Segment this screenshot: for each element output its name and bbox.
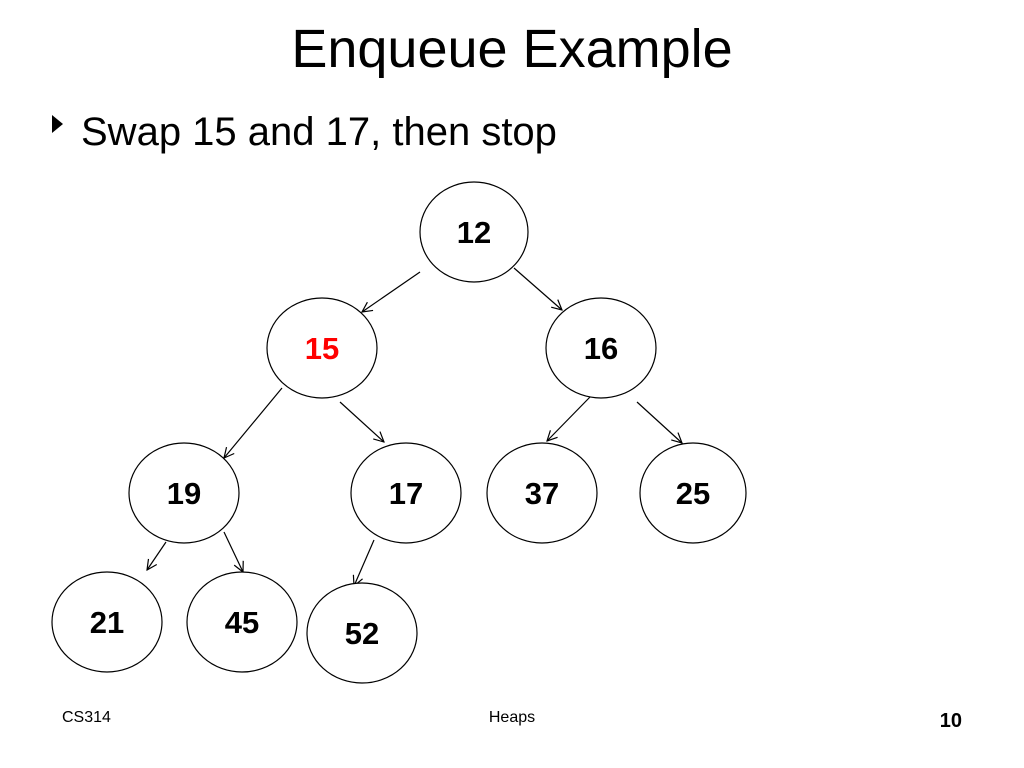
edge-15-to-17 [339, 401, 384, 442]
triangle-bullet-icon [52, 115, 63, 133]
node-label: 19 [167, 476, 201, 511]
node-label: 45 [225, 605, 259, 640]
node-label: 15 [305, 331, 339, 366]
edge-19-to-21 [147, 541, 167, 570]
edge-12-to-15 [362, 271, 421, 312]
node-circle [51, 571, 163, 673]
tree-node-25: 25 [639, 442, 747, 544]
edge-15-to-19 [224, 387, 283, 458]
node-circle [419, 181, 529, 283]
node-label: 12 [457, 215, 491, 250]
tree-node-12: 12 [419, 181, 529, 283]
page-number: 10 [939, 710, 962, 732]
node-label: 52 [345, 616, 379, 651]
tree-node-16: 16 [545, 297, 657, 399]
node-label: 21 [90, 605, 124, 640]
node-circle [186, 571, 298, 673]
tree-node-21: 21 [51, 571, 163, 673]
edge-12-to-16 [513, 267, 562, 310]
bullet-item: Swap 15 and 17, then stop [52, 104, 557, 160]
footer-topic: Heaps [488, 709, 536, 726]
edge-19-to-45 [223, 531, 243, 572]
tree-node-15: 15 [266, 297, 378, 399]
bullet-text: Swap 15 and 17, then stop [81, 110, 557, 154]
slide-title: Enqueue Example [291, 19, 733, 79]
tree-node-45: 45 [186, 571, 298, 673]
node-label: 16 [584, 331, 618, 366]
node-label: 37 [525, 476, 559, 511]
edge-16-to-37 [547, 396, 591, 441]
node-label: 25 [676, 476, 710, 511]
node-circle [545, 297, 657, 399]
node-circle [639, 442, 747, 544]
node-circle [306, 582, 418, 684]
node-label: 17 [389, 476, 423, 511]
tree-node-52: 52 [306, 582, 418, 684]
tree-node-19: 19 [128, 442, 240, 544]
footer-course: CS314 [62, 709, 111, 726]
tree-node-17: 17 [350, 442, 462, 544]
node-circle [486, 442, 598, 544]
tree-edges [147, 267, 682, 586]
tree-node-37: 37 [486, 442, 598, 544]
tree-nodes: 12 15 16 19 17 37 25 21 45 52 [51, 181, 747, 684]
node-circle [128, 442, 240, 544]
edge-17-to-52 [354, 539, 375, 586]
node-circle [350, 442, 462, 544]
node-circle [266, 297, 378, 399]
edge-16-to-25 [636, 401, 682, 443]
